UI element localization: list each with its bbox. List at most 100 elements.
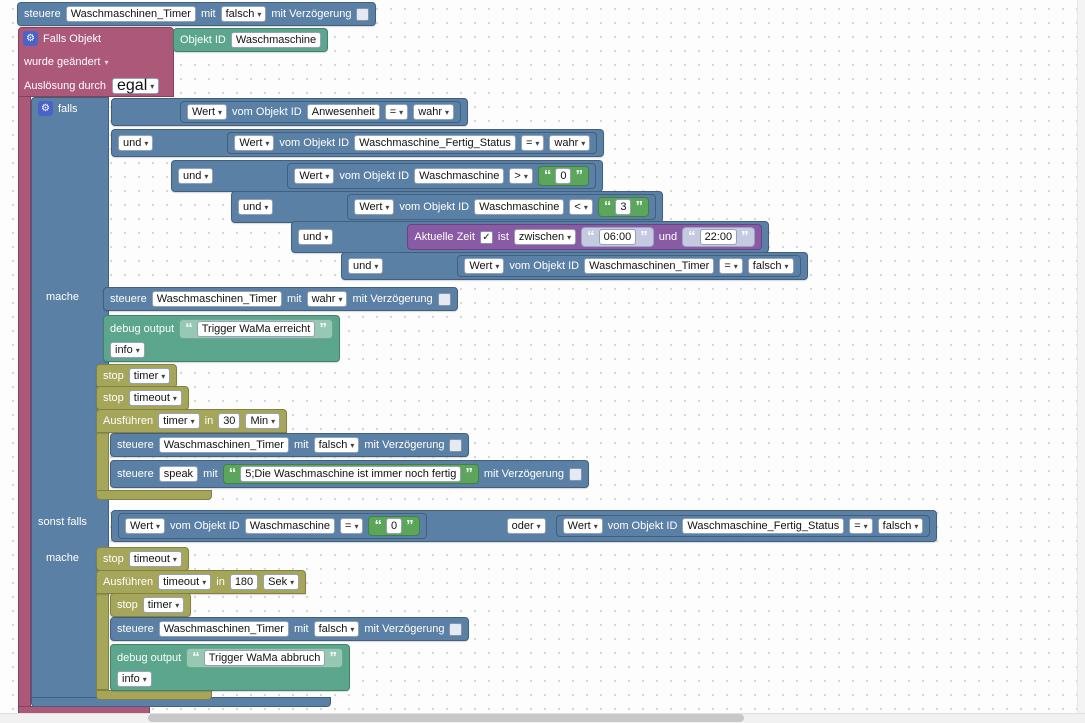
time-from-field[interactable]: 06:00 [598,229,637,245]
object-id-field[interactable]: Waschmaschinen_Timer [158,437,289,453]
object-id-field[interactable]: Waschmaschine [414,168,505,184]
text-value-block[interactable]: 5;Die Waschmaschine ist immer noch ferti… [222,464,479,484]
and-operator-dropdown[interactable]: und [238,199,274,215]
value-dropdown[interactable]: falsch [220,6,267,22]
value-dropdown[interactable]: falsch [313,437,360,453]
ack-dropdown[interactable]: egal [112,77,160,94]
and-block-5[interactable]: und Wert vom Objekt ID Waschmaschinen_Ti… [341,252,808,280]
and-operator-dropdown[interactable]: und [348,258,384,274]
set-state-block[interactable]: steuere Waschmaschinen_Timer mit wahr mi… [103,287,458,311]
time-checkbox[interactable]: ✓ [479,230,493,244]
stop-timeout-block[interactable]: stop timeout [96,547,189,571]
value-type-dropdown[interactable]: Wert [294,168,335,184]
text-value-field[interactable]: 5;Die Waschmaschine ist immer noch ferti… [240,466,462,482]
or-block[interactable]: Wert vom Objekt ID Waschmaschine = 0 ode… [111,510,938,542]
operator-dropdown[interactable]: = [849,518,873,534]
set-state-block[interactable]: steuere Waschmaschinen_Timer mit falsch … [110,433,470,457]
set-speak-block[interactable]: steuere speak mit 5;Die Waschmaschine is… [110,460,589,488]
and-operator-dropdown[interactable]: und [118,135,154,151]
object-id-field[interactable]: Waschmaschine [230,32,322,48]
vertical-scrollbar-track[interactable] [1077,0,1085,713]
object-id-field[interactable]: Anwesenheit [306,104,380,120]
between-dropdown[interactable]: zwischen [513,229,577,245]
debug-output-block[interactable]: debug output Trigger WaMa abbruch info [110,644,350,691]
value-condition-block[interactable]: Wert vom Objekt ID Anwesenheit = wahr [180,101,462,123]
text-value-field[interactable]: 0 [385,518,403,534]
operator-dropdown[interactable]: = [384,104,409,120]
and-block-2[interactable]: und Wert vom Objekt ID Waschmaschine > 0 [171,160,603,192]
object-id-field[interactable]: Waschmaschinen_Timer [584,258,715,274]
timer-dropdown[interactable]: timeout [128,551,182,567]
object-id-field[interactable]: Waschmaschinen_Timer [151,291,282,307]
timer-dropdown[interactable]: timer [158,413,200,429]
object-id-field[interactable]: Waschmaschine_Fertig_Status [354,135,516,151]
if-mutator-gear-icon[interactable]: ⚙ [38,101,53,116]
object-id-field[interactable]: Waschmaschine [474,199,565,215]
delay-value-field[interactable]: 180 [229,574,259,590]
delay-value-field[interactable]: 30 [218,413,241,429]
log-level-dropdown[interactable]: info [110,342,145,358]
operator-dropdown[interactable]: = [340,518,364,534]
text-value-field[interactable]: 0 [555,168,572,184]
debug-output-block[interactable]: debug output Trigger WaMa erreicht info [103,315,340,362]
log-level-dropdown[interactable]: info [117,671,152,687]
value-condition-block[interactable]: Wert vom Objekt ID Waschmaschine = 0 [118,513,427,539]
trigger-event-dropdown[interactable]: wurde geändert [24,56,108,68]
value-dropdown[interactable]: wahr [306,291,348,307]
value-type-dropdown[interactable]: Wert [125,518,166,534]
object-id-block[interactable]: Objekt ID Waschmaschine [173,28,329,52]
and-operator-dropdown[interactable]: und [298,229,334,245]
value-type-dropdown[interactable]: Wert [187,104,228,120]
text-value-block[interactable]: 0 [368,516,420,536]
value-condition-block[interactable]: Wert vom Objekt ID Waschmaschine_Fertig_… [227,132,598,154]
value-type-dropdown[interactable]: Wert [234,135,275,151]
object-id-field[interactable]: speak [158,466,199,482]
run-timeout-block-header[interactable]: Ausführen timeout in 180 Sek [96,570,307,594]
value-dropdown[interactable]: falsch [747,258,794,274]
timer-dropdown[interactable]: timeout [158,574,212,590]
object-id-field[interactable]: Waschmaschine_Fertig_Status [682,518,845,534]
timer-dropdown[interactable]: timeout [128,390,182,406]
text-value-block[interactable]: 0 [537,166,589,186]
horizontal-scrollbar-thumb[interactable] [148,714,744,722]
or-operator-dropdown[interactable]: oder [506,518,546,534]
value-dropdown[interactable]: falsch [877,518,924,534]
set-state-block[interactable]: steuere Waschmaschinen_Timer mit falsch … [110,617,470,641]
value-condition-block[interactable]: Wert vom Objekt ID Waschmaschinen_Timer … [457,255,801,277]
time-to-block[interactable]: 22:00 [682,227,755,247]
mutator-gear-icon[interactable]: ⚙ [23,31,38,46]
stop-timer-block[interactable]: stop timer [110,593,192,617]
debug-text-block[interactable]: Trigger WaMa erreicht [179,319,333,339]
text-value-field[interactable]: 3 [615,199,632,215]
value-condition-block[interactable]: Wert vom Objekt ID Waschmaschine < 3 [347,194,656,220]
object-id-field[interactable]: Waschmaschinen_Timer [158,621,289,637]
timer-dropdown[interactable]: timer [128,368,171,384]
time-condition-block[interactable]: Aktuelle Zeit ✓ ist zwischen 06:00 und 2… [407,224,762,250]
delay-checkbox[interactable] [449,622,463,636]
run-timer-block-header[interactable]: Ausführen timer in 30 Min [96,409,288,433]
and-block-3[interactable]: und Wert vom Objekt ID Waschmaschine < 3 [231,191,663,223]
debug-text-field[interactable]: Trigger WaMa abbruch [203,650,326,666]
condition-row-1[interactable]: Wert vom Objekt ID Anwesenheit = wahr [111,98,469,126]
stop-timeout-block[interactable]: stop timeout [96,386,189,410]
and-block-4[interactable]: und Aktuelle Zeit ✓ ist zwischen 06:00 u… [291,221,769,253]
object-id-field[interactable]: Waschmaschine [244,518,336,534]
unit-dropdown[interactable]: Min [245,413,281,429]
and-operator-dropdown[interactable]: und [178,168,214,184]
and-block-1[interactable]: und Wert vom Objekt ID Waschmaschine_Fer… [111,129,605,157]
delay-checkbox[interactable] [449,438,463,452]
value-type-dropdown[interactable]: Wert [354,199,395,215]
timer-dropdown[interactable]: timer [142,597,185,613]
value-dropdown[interactable]: falsch [313,621,360,637]
value-condition-block[interactable]: Wert vom Objekt ID Waschmaschine_Fertig_… [555,515,931,537]
value-type-dropdown[interactable]: Wert [562,518,603,534]
set-state-block-top[interactable]: steuere Waschmaschinen_Timer mit falsch … [17,2,377,26]
delay-checkbox[interactable] [437,292,451,306]
debug-text-field[interactable]: Trigger WaMa erreicht [196,321,316,337]
operator-dropdown[interactable]: > [509,168,533,184]
delay-checkbox[interactable] [356,7,370,21]
value-dropdown[interactable]: wahr [413,104,455,120]
operator-dropdown[interactable]: < [569,199,593,215]
value-condition-block[interactable]: Wert vom Objekt ID Waschmaschine > 0 [287,163,596,189]
